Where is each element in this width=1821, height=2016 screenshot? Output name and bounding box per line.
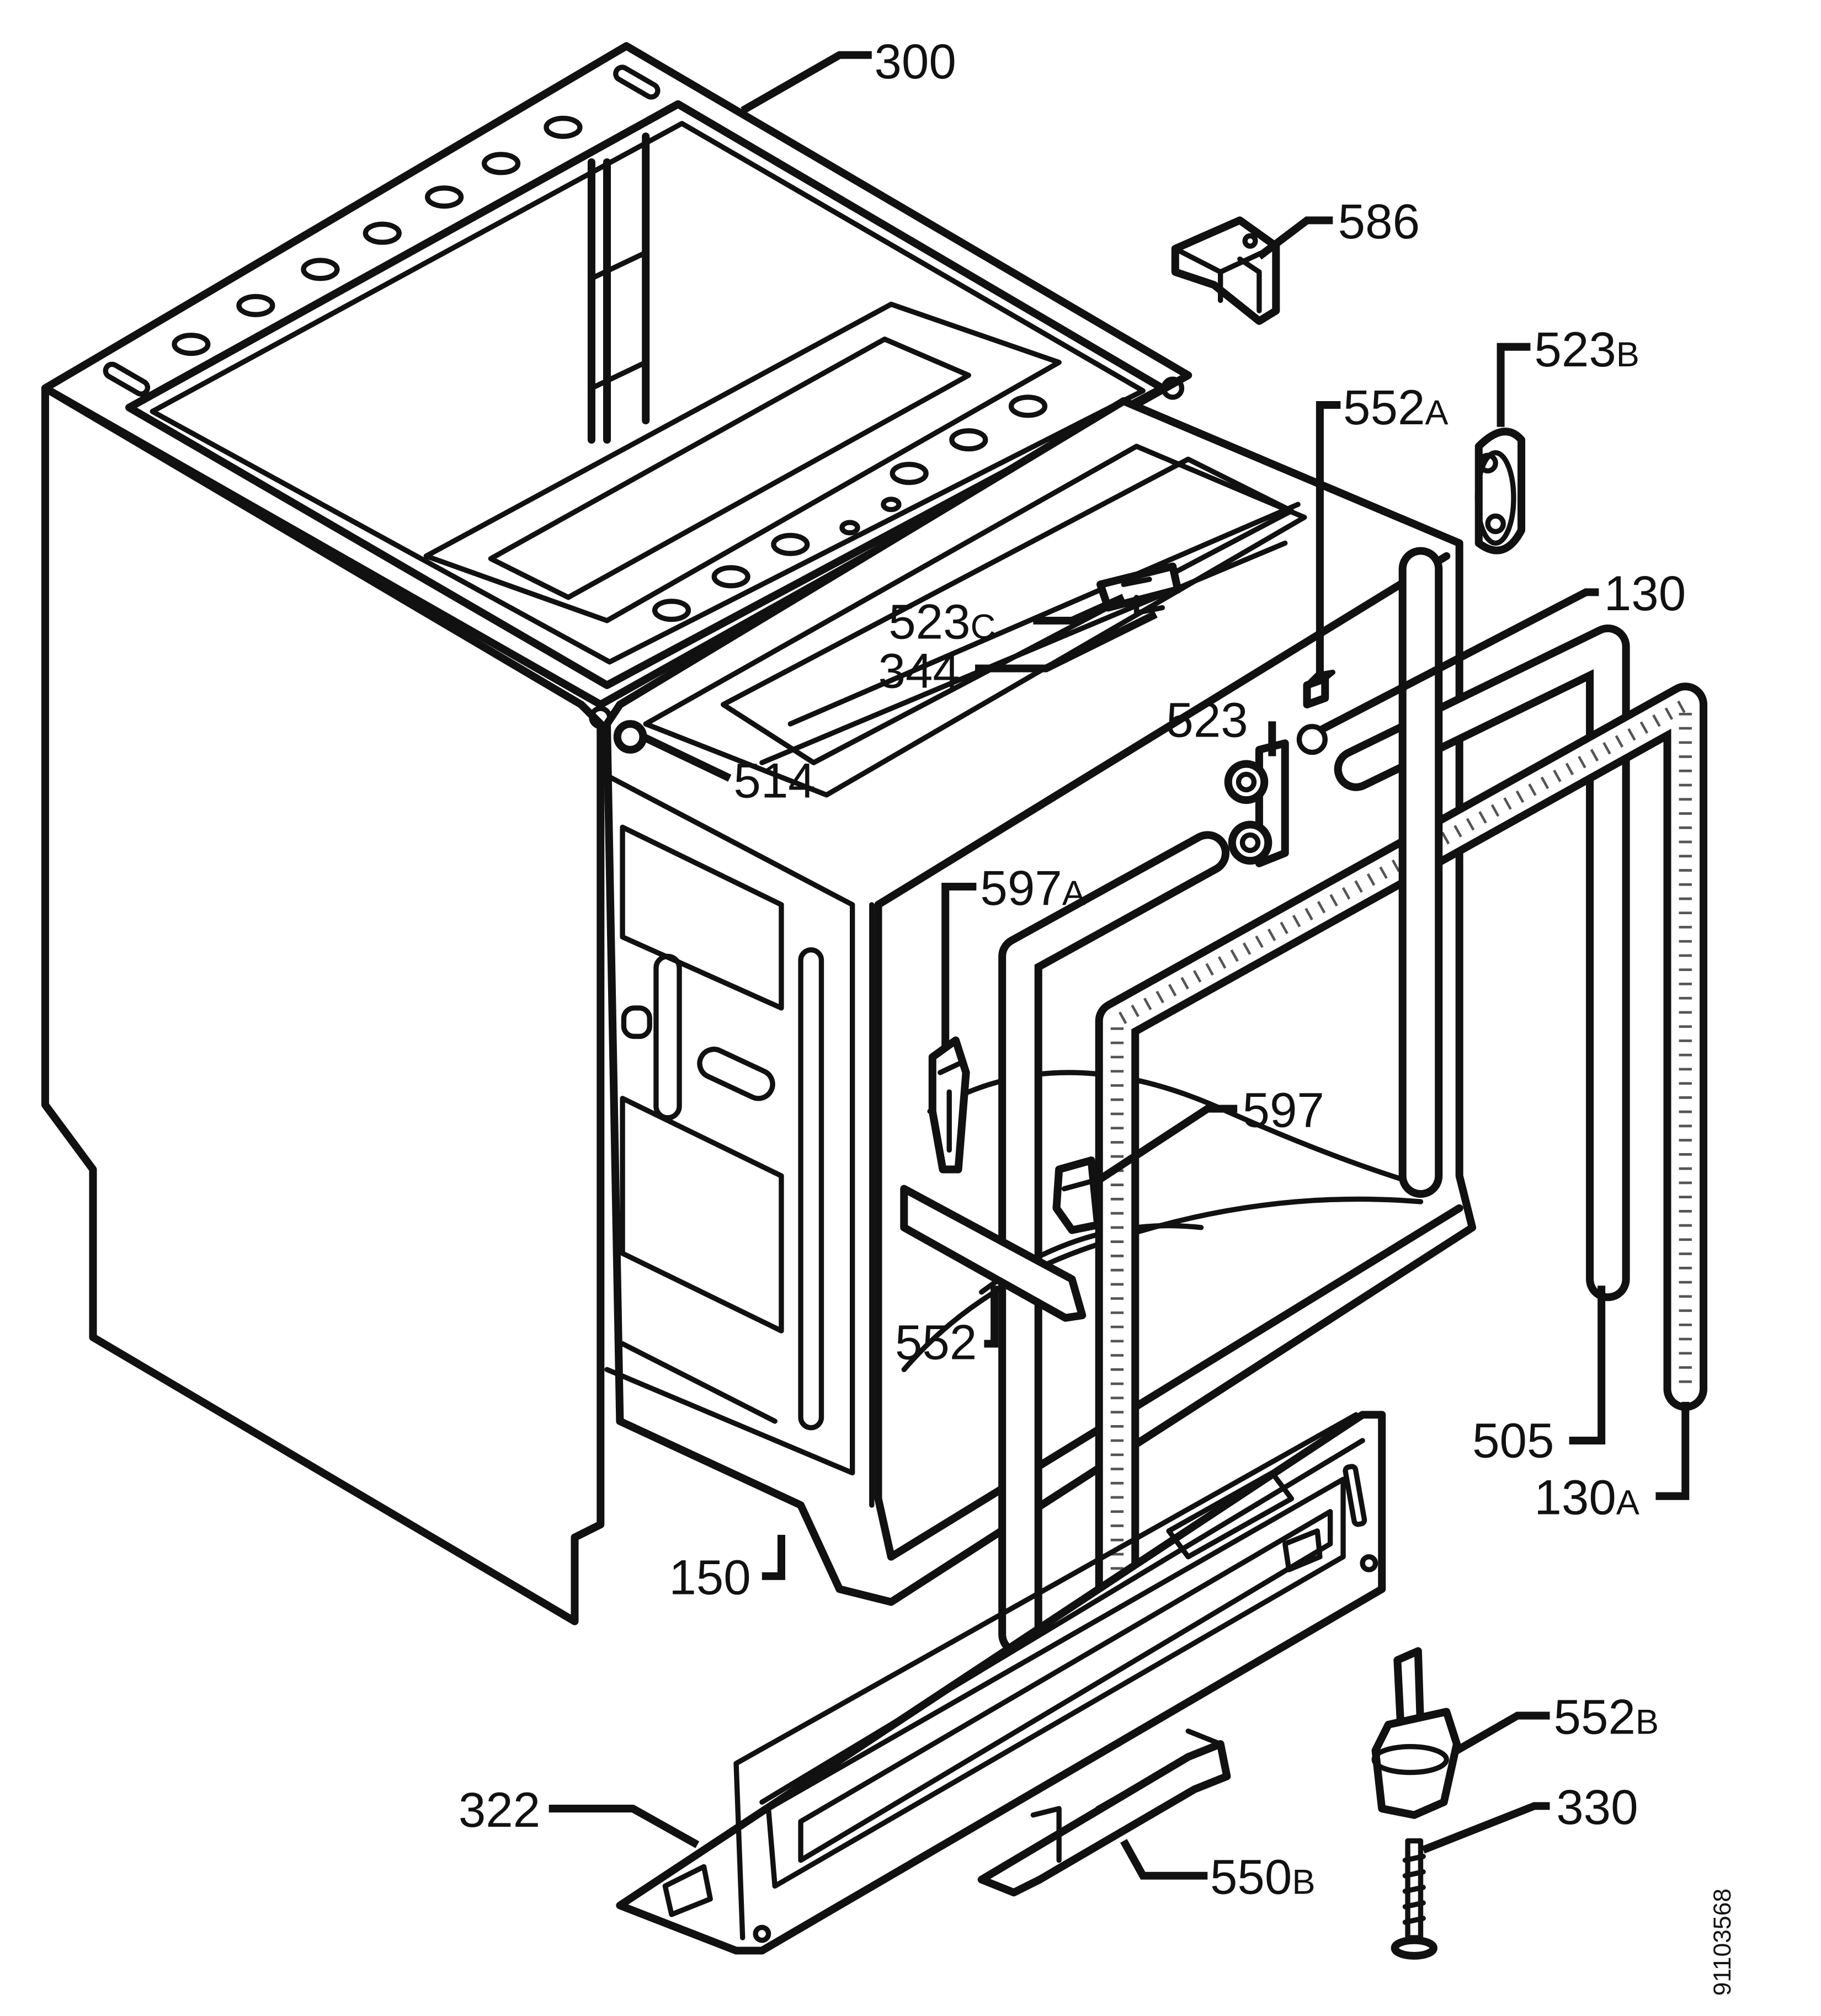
cabinet-frame (41, 42, 1192, 1625)
label-150: 150 (669, 1550, 750, 1605)
base-322 (616, 1411, 1386, 1955)
label-130A: 130A (1534, 1469, 1639, 1524)
foot-552B (1371, 1647, 1461, 1819)
label-344: 344 (878, 643, 960, 698)
screw-330 (1391, 1838, 1437, 1960)
gasket-130 (998, 831, 1230, 1656)
label-586: 586 (1338, 194, 1420, 249)
label-523: 523 (1166, 692, 1248, 748)
part-labels: 300 586 523B 552A 130 523C 344 523 514 5… (459, 34, 1736, 1996)
screw-552A (1303, 669, 1335, 709)
label-505: 505 (1472, 1412, 1554, 1468)
latch-597A (928, 1036, 970, 1174)
label-300: 300 (874, 34, 956, 89)
drawing-code: 91103568 (1709, 1889, 1736, 1996)
hinge-plate-523B (1474, 428, 1526, 554)
hook-597 (1052, 1156, 1102, 1234)
label-552B: 552B (1554, 1689, 1659, 1744)
rail-552 (900, 1185, 1087, 1322)
label-552A: 552A (1343, 380, 1449, 435)
label-330: 330 (1556, 1779, 1638, 1834)
bolt-514 (613, 720, 647, 754)
label-130: 130 (1604, 566, 1686, 621)
label-523C: 523C (888, 594, 995, 649)
label-322: 322 (459, 1782, 540, 1837)
label-523B: 523B (1534, 322, 1639, 377)
bracket-550B (977, 1728, 1231, 1897)
label-514: 514 (733, 753, 815, 808)
label-552: 552 (895, 1315, 977, 1370)
leader-lines (549, 51, 1690, 1880)
top-rail-holes (103, 65, 1048, 622)
label-597A: 597A (980, 860, 1085, 915)
label-550B: 550B (1210, 1849, 1316, 1905)
ring-130 (1296, 724, 1328, 755)
label-597: 597 (1242, 1082, 1324, 1137)
bracket-586 (1171, 216, 1280, 325)
hinge-523 (1224, 739, 1289, 867)
